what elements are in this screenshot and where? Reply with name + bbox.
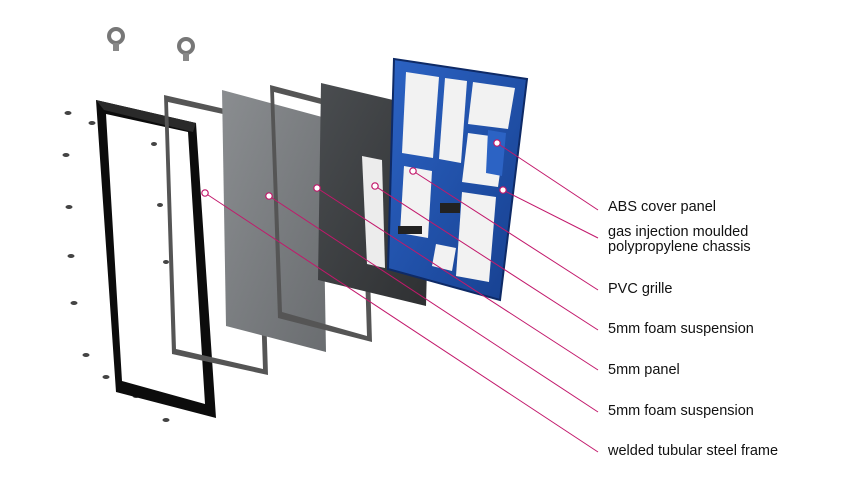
label-foam-suspension-front: 5mm foam suspension bbox=[608, 322, 754, 337]
label-foam-suspension-front-text: 5mm foam suspension bbox=[608, 321, 754, 337]
screw-icon bbox=[70, 301, 78, 305]
label-foam-suspension-back-text: 5mm foam suspension bbox=[608, 403, 754, 419]
chassis-bracket bbox=[398, 203, 460, 234]
label-panel-text: 5mm panel bbox=[608, 362, 680, 378]
label-pvc-grille: PVC grille bbox=[608, 282, 672, 297]
label-pvc-grille-text: PVC grille bbox=[608, 281, 673, 297]
screw-icon bbox=[67, 254, 75, 258]
screw-icon bbox=[82, 353, 90, 357]
pvc-grille-cutout bbox=[362, 156, 385, 268]
steel-frame bbox=[96, 100, 216, 418]
leader-lines bbox=[204, 142, 599, 453]
label-chassis: gas injection moulded polypropylene chas… bbox=[608, 225, 751, 255]
label-foam-suspension-back: 5mm foam suspension bbox=[608, 404, 754, 419]
leader-dots bbox=[201, 139, 507, 200]
label-panel: 5mm panel bbox=[608, 363, 680, 378]
eye-bolt-icon bbox=[177, 37, 195, 61]
screw-icon bbox=[102, 375, 110, 379]
screw-icon bbox=[162, 418, 170, 422]
panel bbox=[222, 90, 326, 352]
screw-icon bbox=[65, 205, 73, 209]
label-chassis-line1: gas injection moulded bbox=[608, 224, 749, 240]
screw-icon bbox=[151, 142, 157, 146]
label-abs-cover-panel-text: ABS cover panel bbox=[608, 199, 717, 215]
cover-tab bbox=[486, 130, 506, 176]
screw-icon bbox=[64, 111, 72, 115]
screw-icon bbox=[157, 203, 163, 207]
screw-icon bbox=[163, 260, 169, 264]
label-steel-frame: welded tubular steel frame bbox=[608, 444, 778, 459]
screw-icon bbox=[62, 153, 70, 157]
steel-frame-bezel bbox=[96, 100, 196, 132]
eye-bolt-icon bbox=[107, 27, 125, 51]
label-steel-frame-text: welded tubular steel frame bbox=[608, 443, 779, 459]
label-abs-cover-panel: ABS cover panel bbox=[608, 200, 716, 215]
label-chassis-line2: polypropylene chassis bbox=[608, 239, 751, 255]
screw-icon bbox=[88, 121, 96, 125]
